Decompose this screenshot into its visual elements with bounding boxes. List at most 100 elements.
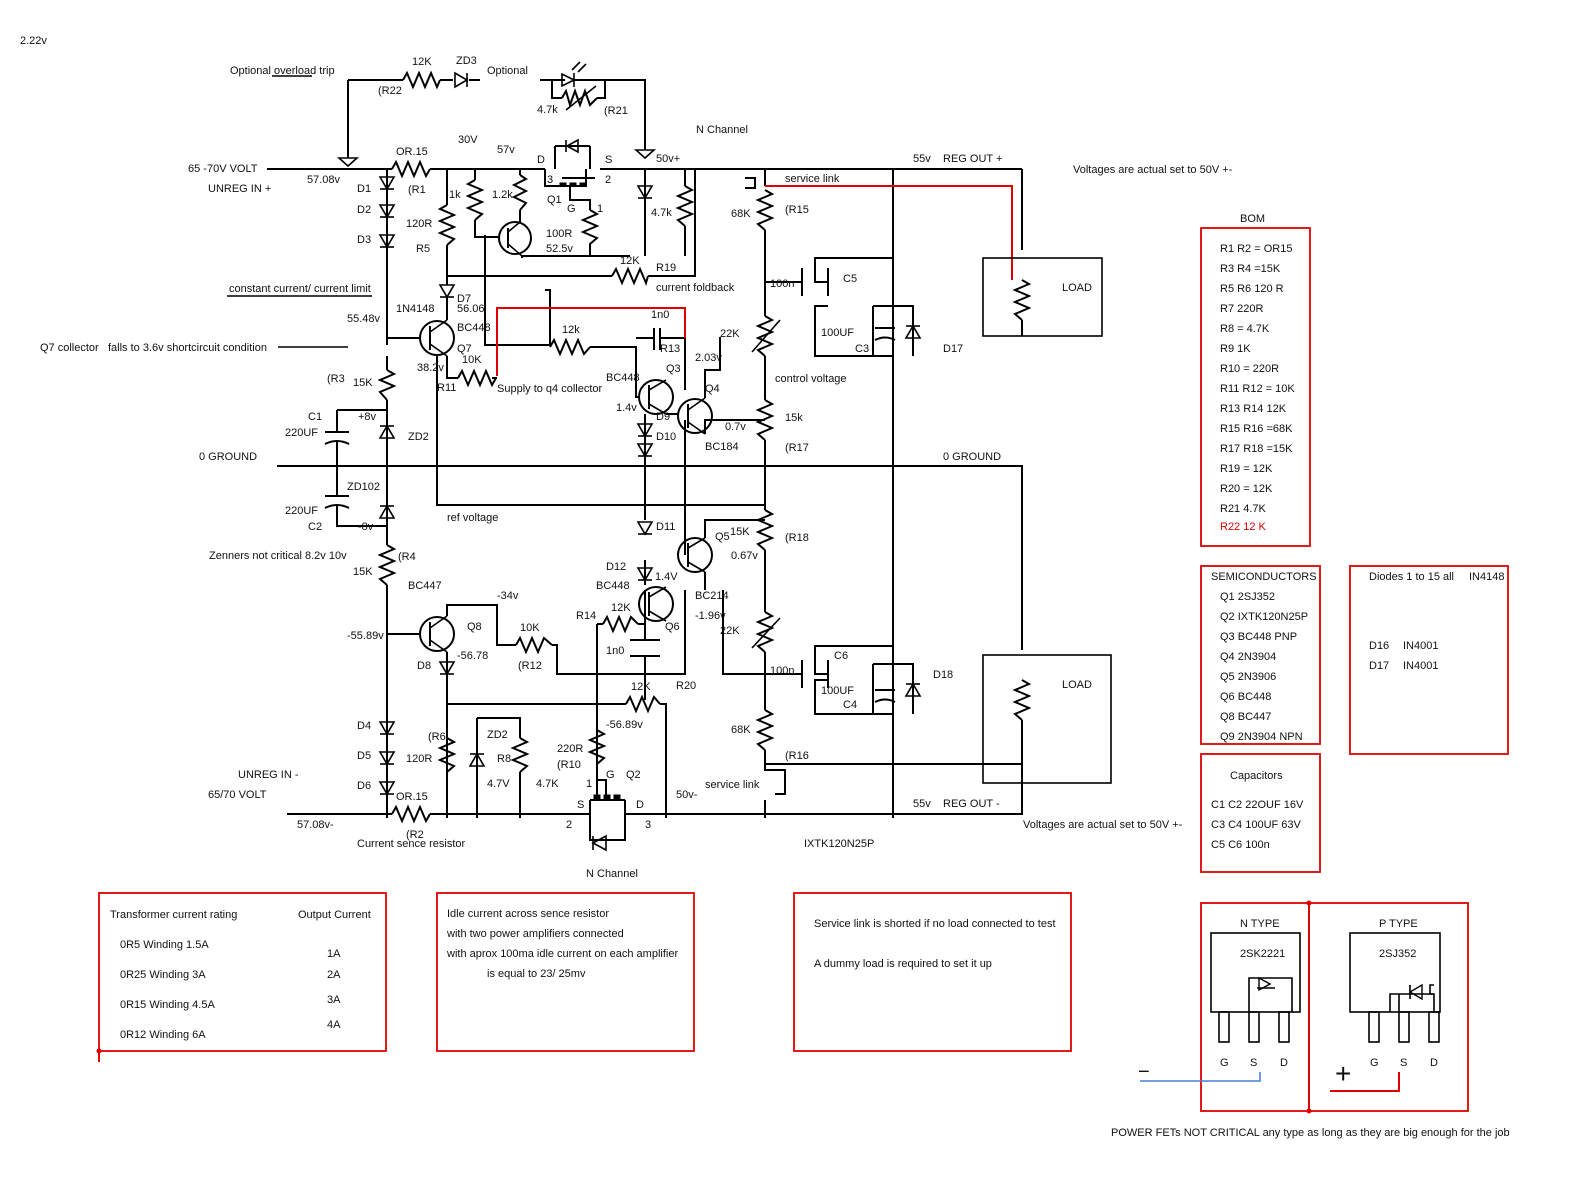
svg-text:1.4v: 1.4v	[616, 402, 637, 414]
svg-text:15K: 15K	[353, 377, 373, 389]
svg-text:-34v: -34v	[497, 590, 519, 602]
svg-text:S: S	[1250, 1057, 1257, 1069]
svg-text:100n: 100n	[770, 278, 794, 290]
svg-text:R20: R20	[676, 680, 696, 692]
svg-text:Voltages are actual set to 50V: Voltages are actual set to 50V +-	[1073, 164, 1233, 176]
svg-text:SEMICONDUCTORS: SEMICONDUCTORS	[1211, 571, 1317, 583]
svg-text:R14: R14	[576, 610, 596, 622]
svg-text:65 -70V VOLT: 65 -70V VOLT	[188, 163, 258, 175]
output-current: 4A	[327, 1019, 341, 1031]
svg-text:100UF: 100UF	[821, 327, 854, 339]
svg-text:+8v: +8v	[358, 411, 377, 423]
output-current: 1A	[327, 948, 341, 960]
svg-text:(R17: (R17	[785, 442, 809, 454]
svg-text:(R4: (R4	[398, 551, 416, 563]
svg-text:REG OUT +: REG OUT +	[943, 153, 1002, 165]
svg-text:38.2v: 38.2v	[417, 362, 444, 374]
svg-text:0.67v: 0.67v	[731, 550, 758, 562]
svg-text:BC184: BC184	[705, 441, 739, 453]
svg-text:D: D	[1430, 1057, 1438, 1069]
svg-text:D1: D1	[357, 183, 371, 195]
svg-text:ref voltage: ref voltage	[447, 512, 498, 524]
svg-text:2SJ352: 2SJ352	[1379, 948, 1416, 960]
svg-text:Current sence resistor: Current sence resistor	[357, 838, 466, 850]
capacitor-item: C5 C6 100n	[1211, 839, 1270, 851]
svg-text:22K: 22K	[720, 328, 740, 340]
r22-label: (R22	[378, 85, 402, 97]
svg-text:falls to 3.6v shortcircuit co: falls to 3.6v shortcircuit condition	[108, 342, 267, 354]
bom-item: R13 R14 12K	[1220, 403, 1287, 415]
svg-text:-55.89v: -55.89v	[347, 630, 384, 642]
svg-text:55v: 55v	[913, 153, 931, 165]
svg-text:IXTK120N25P: IXTK120N25P	[804, 838, 874, 850]
svg-text:-56.89v: -56.89v	[606, 719, 643, 731]
svg-text:is equal to 23/ 25mv: is equal to 23/ 25mv	[487, 968, 586, 980]
semiconductor-item: Q9 2N3904 NPN	[1220, 731, 1303, 743]
service-note: Service link is shorted if no load conne…	[793, 892, 1072, 1052]
zd3-label: ZD3	[456, 55, 477, 67]
v30-label: 30V	[458, 134, 478, 146]
svg-text:0.7v: 0.7v	[725, 421, 746, 433]
svg-text:1: 1	[597, 203, 603, 215]
svg-text:R13: R13	[660, 343, 680, 355]
svg-text:Transformer current rating: Transformer current rating	[110, 909, 237, 921]
svg-text:P TYPE: P TYPE	[1379, 918, 1418, 930]
svg-text:1.4V: 1.4V	[655, 571, 678, 583]
svg-text:12K: 12K	[611, 602, 631, 614]
svg-text:constant current/ current limi: constant current/ current limit	[229, 283, 371, 295]
svg-text:BOM: BOM	[1240, 213, 1265, 225]
output-current: 3A	[327, 994, 341, 1006]
svg-text:Q8: Q8	[467, 621, 482, 633]
svg-text:10K: 10K	[462, 354, 482, 366]
transformer-winding: 0R25 Winding 3A	[120, 969, 206, 981]
svg-text:3: 3	[645, 819, 651, 831]
svg-text:(R6: (R6	[428, 731, 446, 743]
svg-text:(R18: (R18	[785, 532, 809, 544]
svg-text:120R: 120R	[406, 218, 432, 230]
svg-text:0 GROUND: 0 GROUND	[199, 451, 257, 463]
transformer-winding: 0R5 Winding 1.5A	[120, 939, 209, 951]
service-link-red-wire	[765, 185, 1013, 280]
svg-text:15K: 15K	[353, 566, 373, 578]
svg-text:2.03v: 2.03v	[695, 352, 722, 364]
svg-text:57.08v: 57.08v	[307, 174, 341, 186]
svg-text:12k: 12k	[562, 324, 580, 336]
svg-text:OR.15: OR.15	[396, 791, 428, 803]
svg-text:D5: D5	[357, 750, 371, 762]
bom-item: R9 1K	[1220, 343, 1251, 355]
optional-overload-label: Optional overload trip	[230, 65, 335, 77]
bom-item: R7 220R	[1220, 303, 1263, 315]
svg-text:-8v: -8v	[358, 521, 374, 533]
n-channel-top-label: N Channel	[696, 124, 748, 136]
semiconductor-item: Q3 BC448 PNP	[1220, 631, 1297, 643]
svg-text:N TYPE: N TYPE	[1240, 918, 1280, 930]
svg-text:G: G	[1220, 1057, 1229, 1069]
svg-text:with two power amplifiers conn: with two power amplifiers connected	[446, 928, 624, 940]
lower-control: ZD102 220UF C2 -8v ref voltage Zenners n…	[208, 420, 1183, 880]
svg-text:15k: 15k	[785, 412, 803, 424]
semiconductor-item: Q8 BC447	[1220, 711, 1271, 723]
svg-text:ZD2: ZD2	[487, 729, 508, 741]
svg-text:ZD2: ZD2	[408, 431, 429, 443]
svg-text:REG OUT -: REG OUT -	[943, 798, 1000, 810]
svg-text:Capacitors: Capacitors	[1230, 770, 1283, 782]
svg-text:D10: D10	[656, 431, 676, 443]
svg-text:D9: D9	[656, 411, 670, 423]
svg-text:220UF: 220UF	[285, 505, 318, 517]
svg-text:Q7 collector: Q7 collector	[40, 342, 99, 354]
svg-text:0 GROUND: 0 GROUND	[943, 451, 1001, 463]
svg-text:2SK2221: 2SK2221	[1240, 948, 1285, 960]
svg-text:2: 2	[605, 174, 611, 186]
svg-text:D: D	[636, 799, 644, 811]
r21-label: (R21	[604, 105, 628, 117]
svg-text:3: 3	[547, 174, 553, 186]
ground-rail: 0 GROUND 0 GROUND	[199, 451, 1023, 650]
svg-text:-1.96v: -1.96v	[695, 610, 726, 622]
svg-text:4.7V: 4.7V	[487, 778, 510, 790]
semiconductor-item: Q2 IXTK120N25P	[1220, 611, 1308, 623]
svg-text:4.7k: 4.7k	[651, 207, 672, 219]
svg-text:D6: D6	[357, 780, 371, 792]
svg-text:-56.78: -56.78	[457, 650, 488, 662]
